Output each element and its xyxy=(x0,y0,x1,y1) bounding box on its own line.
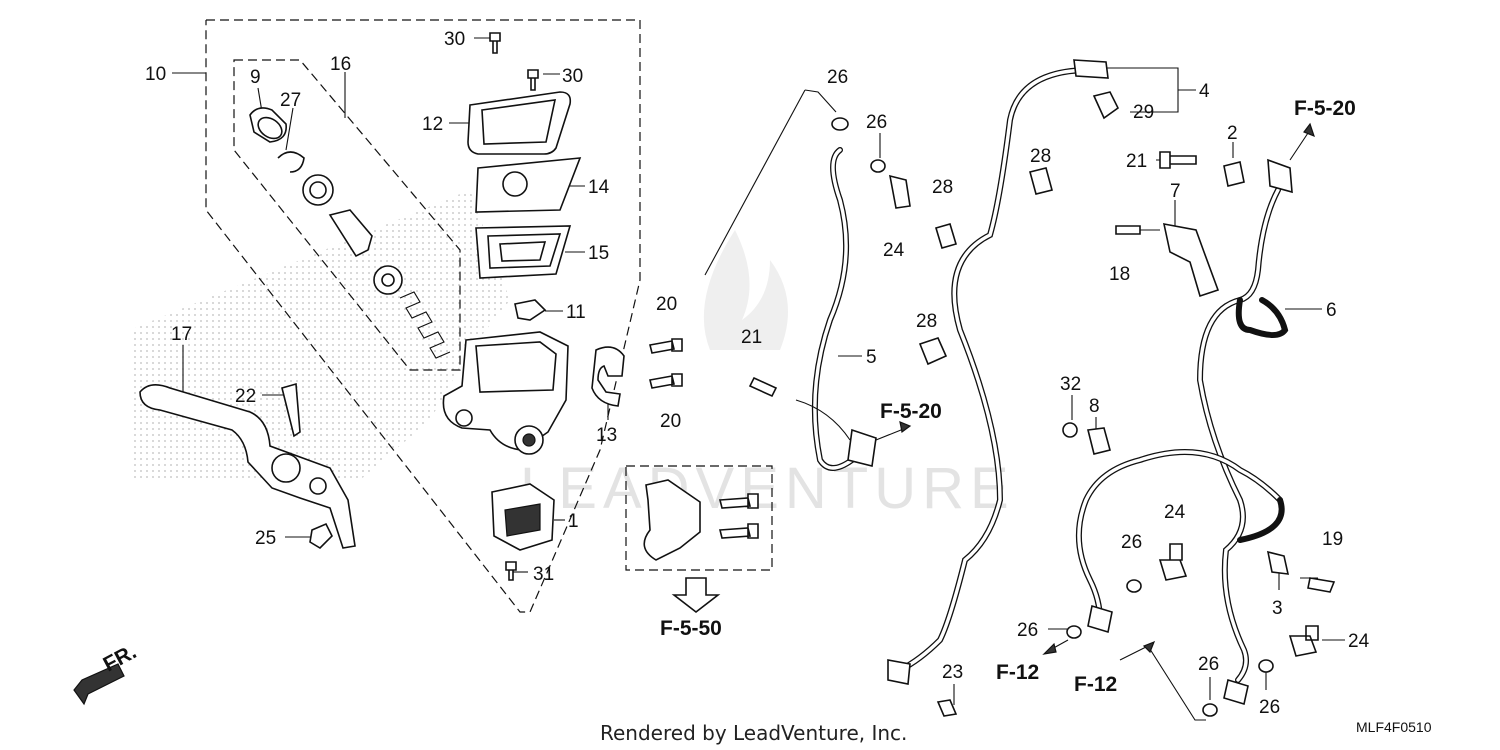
callout-24-mid[interactable]: 24 xyxy=(1164,502,1186,523)
front-direction-indicator: FR. xyxy=(73,640,140,706)
callout-21-left[interactable]: 21 xyxy=(741,327,762,348)
callout-28-c[interactable]: 28 xyxy=(916,311,937,332)
callout-labels: 10 9 27 16 30 30 12 14 15 11 17 22 13 20… xyxy=(145,29,1370,718)
callout-27[interactable]: 27 xyxy=(280,90,301,111)
reference-f-5-20-center[interactable]: F-5-20 xyxy=(880,400,942,423)
master-cylinder-parts xyxy=(139,32,759,614)
callout-3[interactable]: 3 xyxy=(1272,598,1283,619)
brake-hoses xyxy=(795,59,1293,706)
callout-13[interactable]: 13 xyxy=(596,425,617,446)
callout-26-left[interactable]: 26 xyxy=(1017,620,1038,641)
callout-22[interactable]: 22 xyxy=(235,386,256,407)
reference-labels: F-5-20 F-5-20 F-5-50 F-12 F-12 xyxy=(660,97,1356,696)
leader-lines xyxy=(172,37,1345,721)
callout-31[interactable]: 31 xyxy=(533,564,554,585)
reference-f-12-right[interactable]: F-12 xyxy=(1074,673,1117,696)
callout-24-top[interactable]: 24 xyxy=(883,240,905,261)
callout-28-b[interactable]: 28 xyxy=(1030,146,1051,167)
callout-25[interactable]: 25 xyxy=(255,528,276,549)
footer-credit: Rendered by LeadVenture, Inc. xyxy=(600,721,907,745)
callout-24-right[interactable]: 24 xyxy=(1348,631,1370,652)
callout-6[interactable]: 6 xyxy=(1326,300,1337,321)
diagram-code: MLF4F0510 xyxy=(1356,719,1432,735)
callout-1[interactable]: 1 xyxy=(568,511,579,532)
callout-26-bottom-b[interactable]: 26 xyxy=(1259,697,1280,718)
callout-29[interactable]: 29 xyxy=(1133,102,1154,123)
callout-17[interactable]: 17 xyxy=(171,324,192,345)
piston-kit-outline xyxy=(233,59,461,371)
callout-15[interactable]: 15 xyxy=(588,243,609,264)
callout-19[interactable]: 19 xyxy=(1322,529,1343,550)
callout-26-bottom-a[interactable]: 26 xyxy=(1198,654,1219,675)
callout-20-upper[interactable]: 20 xyxy=(656,294,677,315)
callout-10[interactable]: 10 xyxy=(145,64,166,85)
assembly-outline xyxy=(205,19,641,613)
callout-32[interactable]: 32 xyxy=(1060,374,1081,395)
reference-f-5-20-right[interactable]: F-5-20 xyxy=(1294,97,1356,120)
callout-18[interactable]: 18 xyxy=(1109,264,1130,285)
watermark-text: LEADVENTURE xyxy=(520,456,1015,521)
callout-21-right[interactable]: 21 xyxy=(1126,151,1147,172)
callout-7[interactable]: 7 xyxy=(1170,181,1181,202)
callout-2[interactable]: 2 xyxy=(1227,123,1238,144)
callout-28-a[interactable]: 28 xyxy=(932,177,953,198)
callout-16[interactable]: 16 xyxy=(330,54,351,75)
reference-f-5-50[interactable]: F-5-50 xyxy=(660,617,722,640)
callout-12[interactable]: 12 xyxy=(422,114,443,135)
callout-14[interactable]: 14 xyxy=(588,177,610,198)
right-small-parts xyxy=(748,91,1336,717)
callout-20-lower[interactable]: 20 xyxy=(660,411,681,432)
callout-30-top[interactable]: 30 xyxy=(444,29,465,50)
switch-inset-box xyxy=(625,465,773,571)
reference-f-12-left[interactable]: F-12 xyxy=(996,661,1039,684)
callout-8[interactable]: 8 xyxy=(1089,396,1100,417)
callout-26-top-a[interactable]: 26 xyxy=(827,67,848,88)
callout-26-top-b[interactable]: 26 xyxy=(866,112,887,133)
callout-23[interactable]: 23 xyxy=(942,662,963,683)
callout-9[interactable]: 9 xyxy=(250,67,261,88)
watermark: LEADVENTURE xyxy=(520,230,1015,521)
callout-5[interactable]: 5 xyxy=(866,347,877,368)
callout-4[interactable]: 4 xyxy=(1199,81,1210,102)
callout-26-mid[interactable]: 26 xyxy=(1121,532,1142,553)
callout-11[interactable]: 11 xyxy=(566,302,586,323)
callout-30-second[interactable]: 30 xyxy=(562,66,583,87)
